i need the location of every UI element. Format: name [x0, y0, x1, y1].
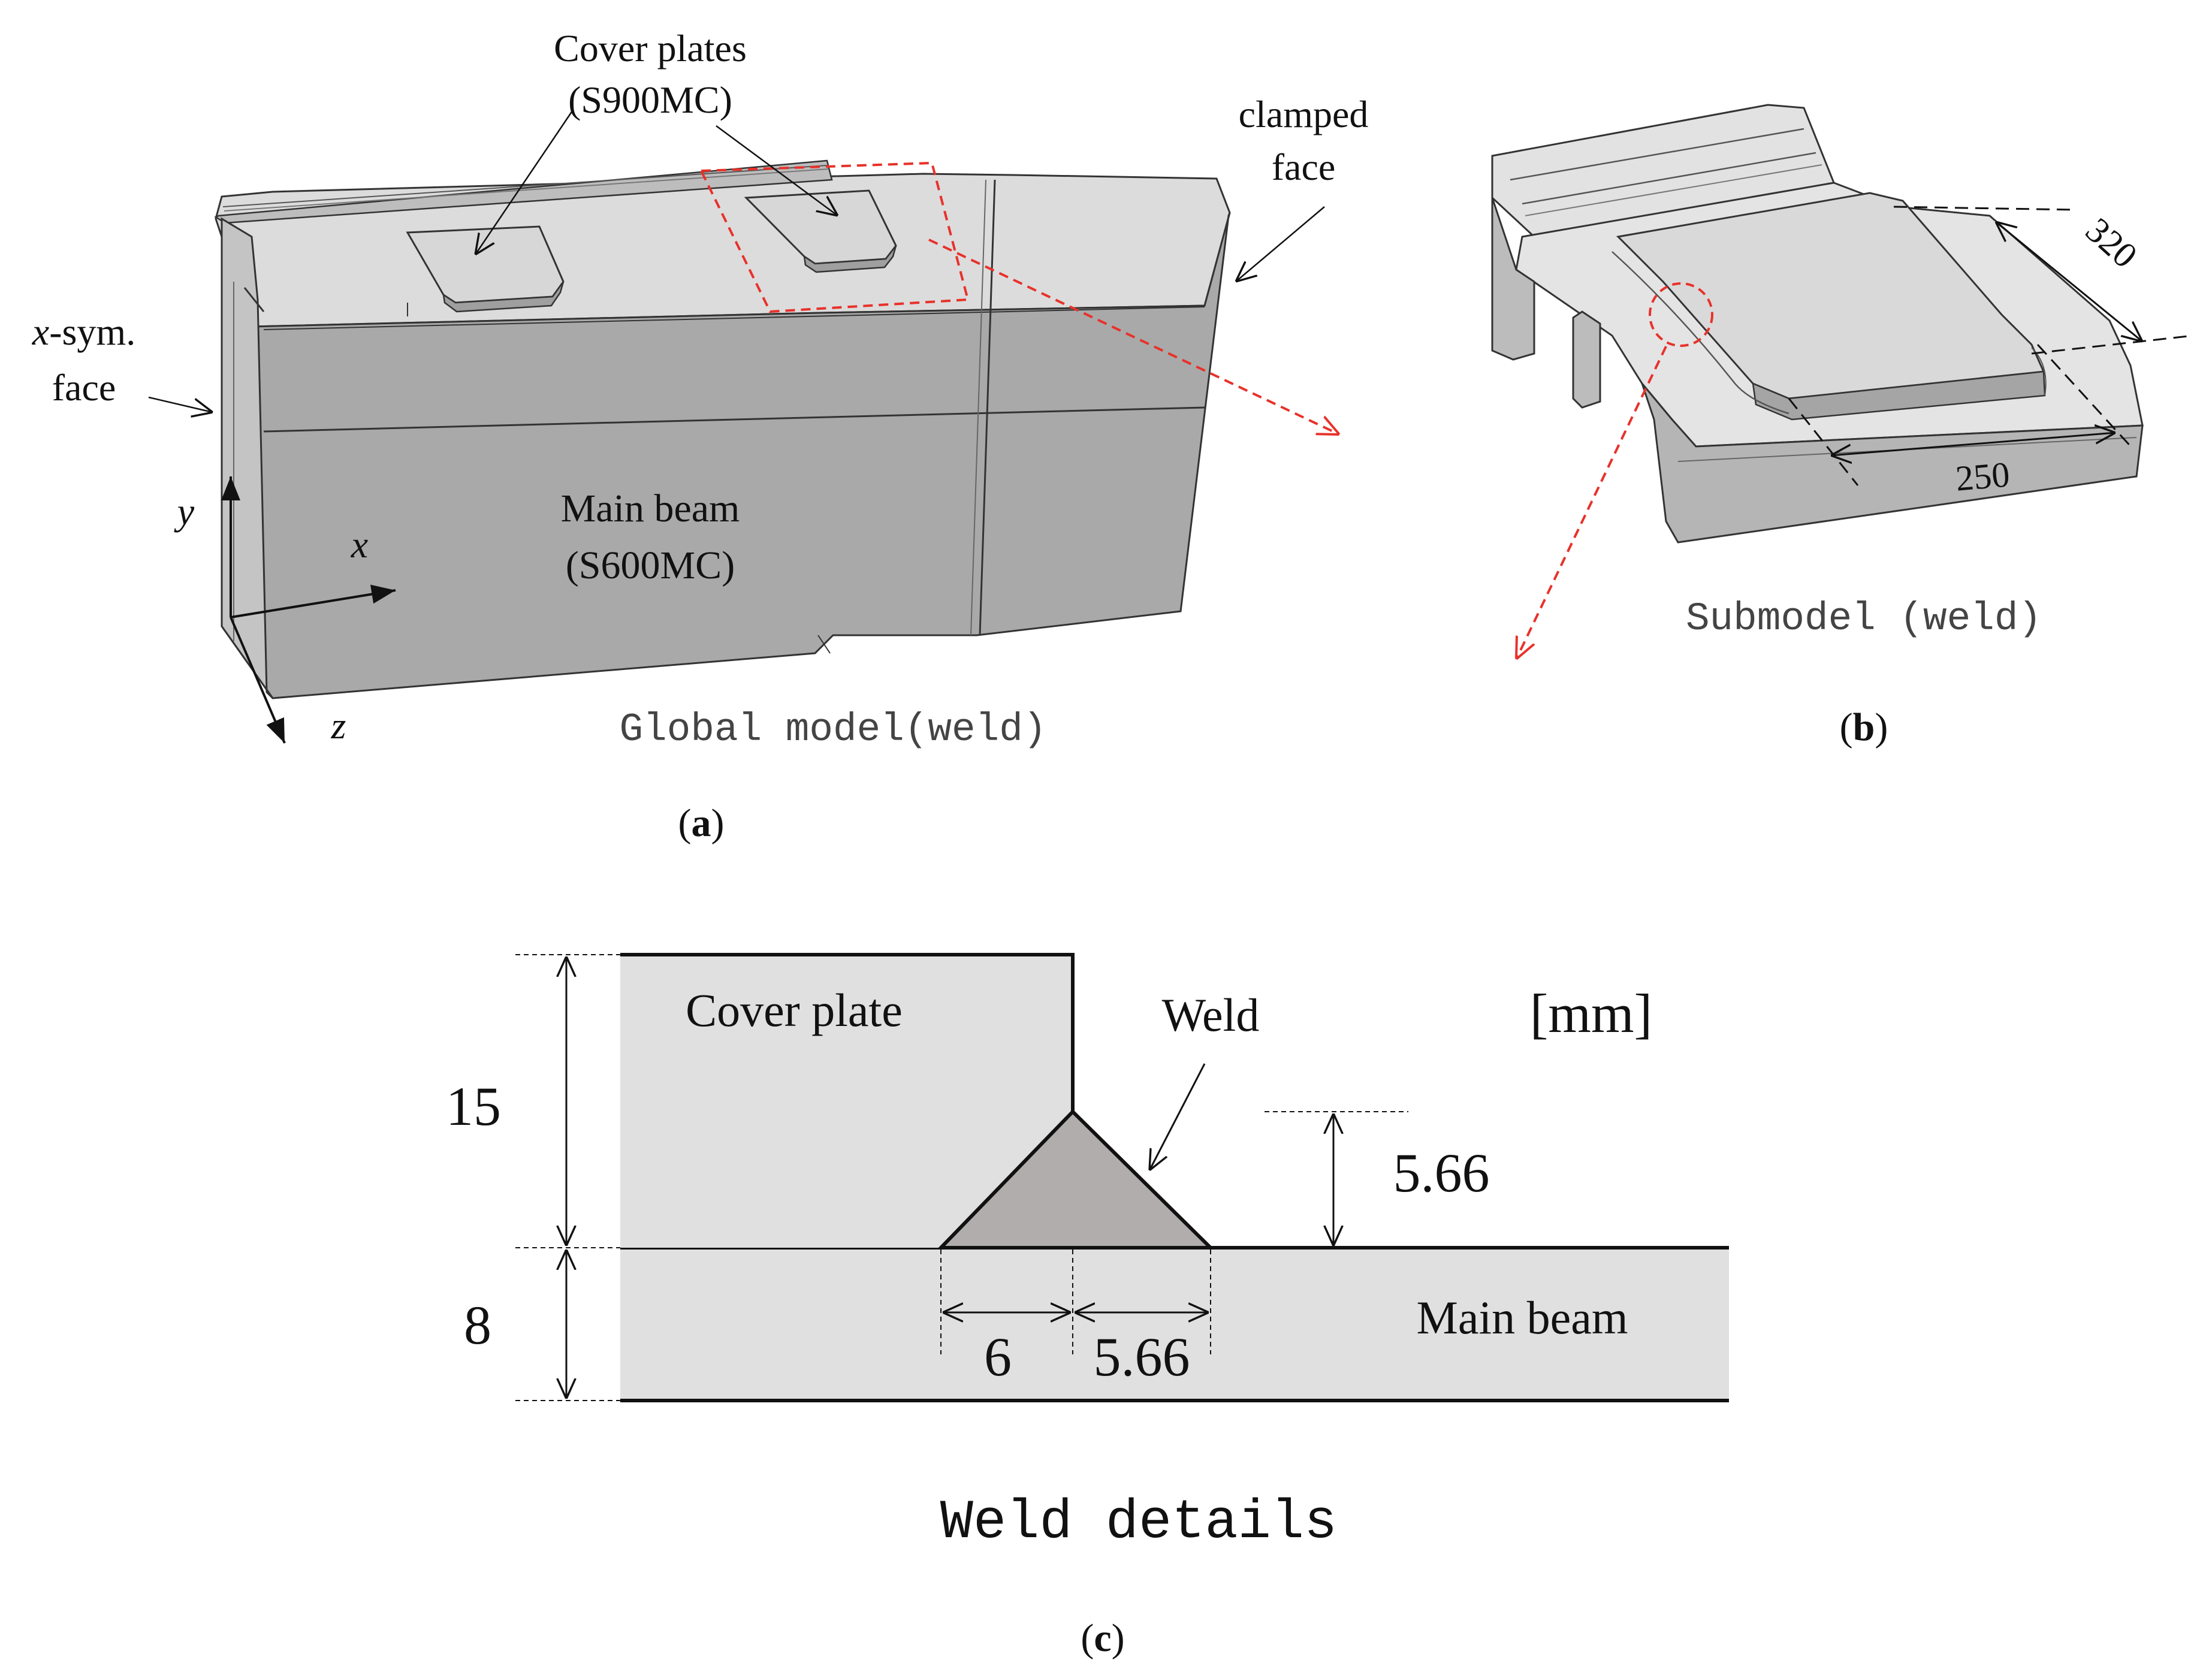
main-beam-label: Main beam	[561, 487, 740, 530]
panel-c-caption: (c)	[1081, 1616, 1124, 1660]
submodel-label: Submodel (weld)	[1686, 596, 2042, 641]
weld-detail-circle	[1649, 282, 1713, 347]
clamped-face-label: clamped	[1239, 93, 1369, 135]
submodel-cover-plate	[1616, 192, 2045, 400]
cover-plate-label: Cover plate	[686, 984, 903, 1036]
axis-y-label: y	[174, 490, 195, 533]
cover-plate-arrow-2	[716, 125, 838, 216]
dim-566-vertical-label: 5.66	[1393, 1142, 1490, 1203]
callout-arrow-to-c	[1516, 346, 1667, 659]
xsym-face-label: x-sym.	[32, 310, 135, 353]
dim-8-label: 8	[464, 1294, 491, 1356]
dim-566-horizontal-label: 5.66	[1094, 1326, 1190, 1387]
weld-label: Weld	[1162, 989, 1260, 1041]
dim-15-label: 15	[446, 1076, 501, 1137]
axis-x-arrow	[230, 584, 396, 618]
cover-plates-material: (S900MC)	[568, 79, 732, 121]
dim-250-label: 250	[1954, 454, 2011, 499]
cover-plate-arrow-1	[475, 110, 574, 255]
submodel-web-left	[1491, 197, 1535, 361]
panel-a-caption: (a)	[678, 801, 725, 845]
cover-plate-section	[620, 955, 1073, 1248]
weld-section	[936, 1109, 1215, 1250]
dim-320-label: 320	[2078, 210, 2145, 276]
dim-6-label: 6	[984, 1326, 1012, 1387]
beam-xsym-face	[221, 217, 274, 699]
main-beam-material: (S600MC)	[566, 544, 735, 587]
unit-label: [mm]	[1530, 983, 1652, 1044]
cover-plates-label: Cover plates	[554, 27, 747, 70]
submodel-web-mid	[1572, 310, 1601, 409]
panel-a-global-model: Cover plates (S900MC) clamped face x-sym…	[32, 27, 1369, 845]
panel-b-caption: (b)	[1840, 705, 1888, 749]
axis-x-label: x	[351, 523, 368, 566]
global-model-label: Global model(weld)	[620, 707, 1047, 752]
axis-z-arrow	[230, 617, 286, 744]
main-beam-section	[620, 1248, 1729, 1401]
callout-arrow-to-b	[928, 239, 1339, 434]
main-beam-section-label: Main beam	[1416, 1291, 1628, 1344]
dim-320-arrow	[1996, 222, 2142, 342]
weld-details-title: Weld details	[940, 1491, 1338, 1554]
panel-c-weld-details: 15 8 5.66 6 5.66 Cover plate Weld [mm] M…	[446, 953, 1729, 1660]
dim-250-arrow	[1831, 433, 2116, 455]
weld-pointer-arrow	[1149, 1063, 1206, 1170]
xsym-face-arrow	[148, 396, 213, 412]
xsym-face-label-2: face	[52, 366, 116, 409]
clamped-face-label-2: face	[1272, 146, 1336, 188]
panel-b-submodel: 320 250 Submodel (weld) (b)	[1491, 104, 2194, 749]
clamped-face-arrow	[1236, 206, 1325, 282]
axis-z-label: z	[331, 704, 346, 747]
